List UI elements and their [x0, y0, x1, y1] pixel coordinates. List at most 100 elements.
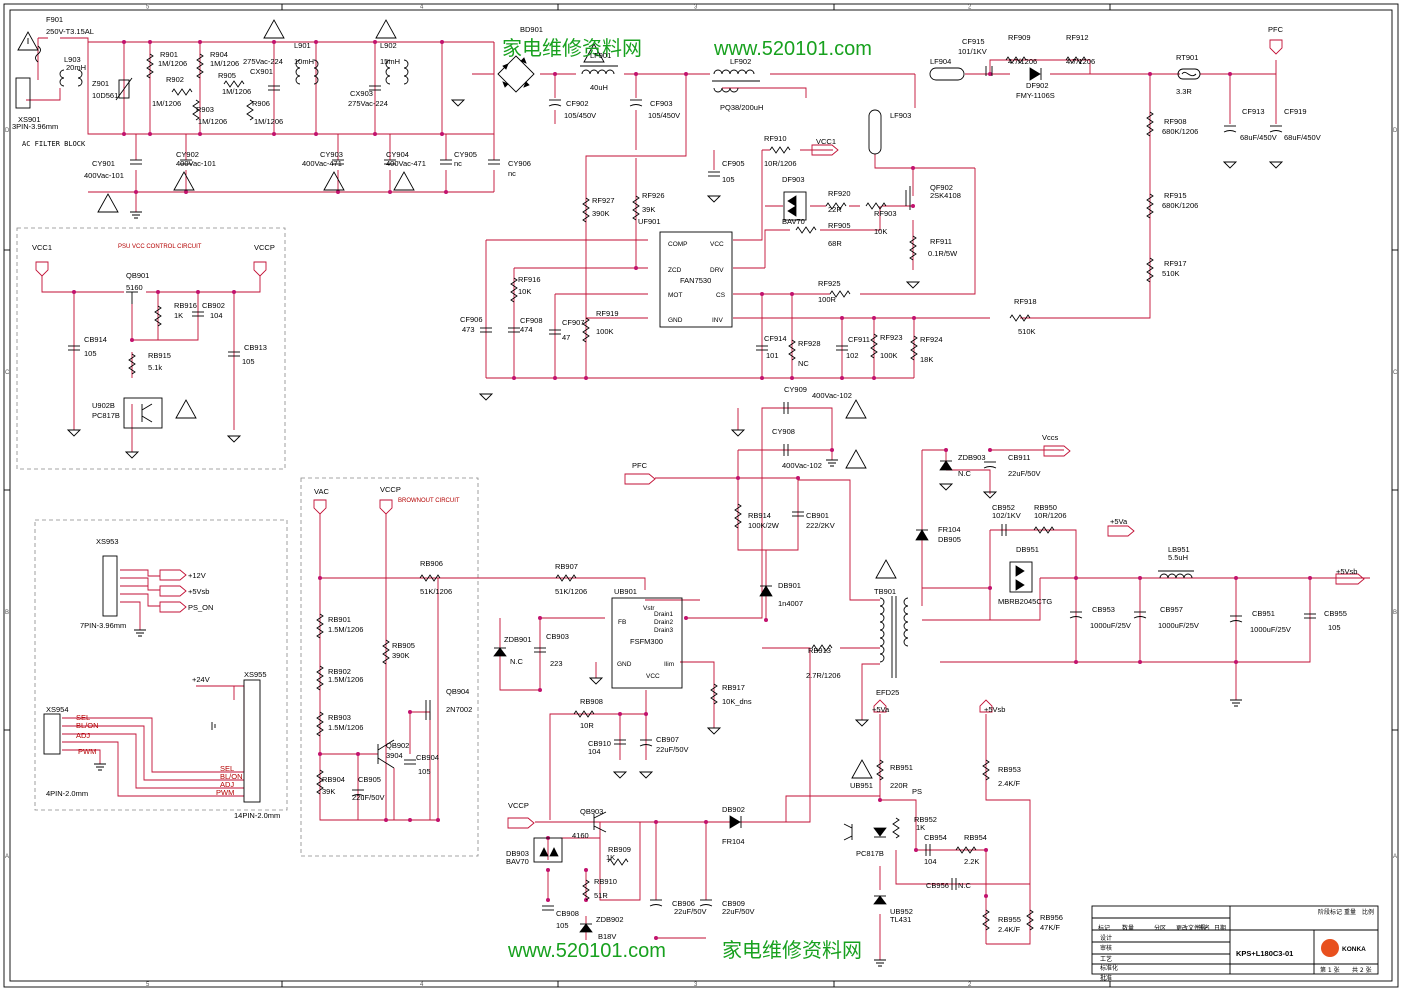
f901-value-label: 250V-T3.15AL: [46, 27, 94, 36]
db902-ref-label: DB902: [722, 805, 745, 814]
cb906-value-label: 22uF/50V: [674, 907, 707, 916]
net-label-sel2: SEL: [220, 764, 234, 773]
rf928-value-label: NC: [798, 359, 809, 368]
cy902-value-label: 400Vac-101: [176, 159, 216, 168]
l903-value-label: 20mH: [66, 63, 86, 72]
title-block-date: 日期: [1214, 924, 1226, 932]
qb904-value-label: 2N7002: [446, 705, 472, 714]
rf910-value-label: 10R/1206: [764, 159, 797, 168]
net-label-pwm: PWM: [78, 747, 96, 756]
lf903-ref-label: LF903: [890, 111, 911, 120]
ruler-row-c: C: [5, 370, 10, 376]
xs955-ref-label: XS955: [244, 670, 267, 679]
cf902-value-label: 105/450V: [564, 111, 596, 120]
rf908-value-label: 680K/1206: [1162, 127, 1198, 136]
rb913-ref-label: RB913: [808, 646, 831, 655]
title-block-review: 审核: [1100, 944, 1112, 952]
cf915-value-label: 101/1KV: [958, 47, 987, 56]
df902-value-label: FMY-1106S: [1016, 91, 1055, 100]
cf903-value-label: 105/450V: [648, 111, 680, 120]
cb911-value-label: 22uF/50V: [1008, 469, 1041, 478]
db901-value-label: 1n4007: [778, 599, 803, 608]
cf903-ref-label: CF903: [650, 99, 673, 108]
rf905-ref-label: RF905: [828, 221, 851, 230]
cf908-ref-label: CF908: [520, 316, 543, 325]
psu-vcc-block-title: PSU VCC CONTROL CIRCUIT: [118, 244, 202, 250]
cb908-ref-label: CB908: [556, 909, 579, 918]
component-rb915: RB915 5.1k: [148, 351, 171, 372]
cb910-value-label: 104: [588, 747, 601, 756]
title-block-doc: 更改文件号: [1176, 924, 1206, 932]
rf910-ref-label: RF910: [764, 134, 787, 143]
rb907-value-label: 51K/1206: [555, 587, 587, 596]
rb905-value-label: 390K: [392, 651, 410, 660]
cy908-value-label: 400Vac-102: [782, 461, 822, 470]
ub901-pin-vstr: Vstr: [643, 605, 655, 612]
db902-value-label: FR104: [722, 837, 745, 846]
z901-value-label: 10D561: [92, 91, 118, 100]
cy908-ref-label: CY908: [772, 427, 795, 436]
lf904-ref-label: LF904: [930, 57, 951, 66]
ub951-value-label: PC817B: [856, 849, 884, 858]
rb915-ref-label: RB915: [148, 351, 171, 360]
l903-ref-label: L903: [64, 55, 81, 64]
cx903-ref-label: CX903: [350, 89, 373, 98]
cb951-value-label: 1000uF/25V: [1250, 625, 1291, 634]
db901-ref-label: DB901: [778, 581, 801, 590]
net-label-vcc1-b: VCC1: [816, 137, 836, 146]
cy904-ref-label: CY904: [386, 150, 409, 159]
l901-value-label: 10mH: [294, 57, 314, 66]
title-block-zone: 分区: [1154, 924, 1166, 932]
rb913-value-label: 2.7R/1206: [806, 671, 841, 680]
ub901-pin-ilim: Ilim: [664, 661, 674, 668]
cx903-value-label: 275Vac-224: [348, 99, 388, 108]
rf915-ref-label: RF915: [1164, 191, 1187, 200]
lb951-value-label: 5.5uH: [1168, 553, 1188, 562]
rb902-value-label: 1.5M/1206: [328, 675, 363, 684]
brownout-block-title: BROWNOUT CIRCUIT: [398, 498, 460, 504]
rf903-value-label: 10K: [874, 227, 887, 236]
component-labels: F901250V-T3.15ALXS9013PIN-3.96mmL90320mH…: [12, 15, 1347, 941]
cb956-ref-label: CB956: [926, 881, 949, 890]
rb956-ref-label: RB956: [1040, 913, 1063, 922]
l902-ref-label: L902: [380, 41, 397, 50]
cb902-ref-label: CB902: [202, 301, 225, 310]
rf920-value-label: 22R: [828, 205, 842, 214]
cb953-value-label: 1000uF/25V: [1090, 621, 1131, 630]
rb917-ref-label: RB917: [722, 683, 745, 692]
cb904-ref-label: CB904: [416, 753, 439, 762]
tb901-value-label: EFD25: [876, 688, 899, 697]
cb901-ref-label: CB901: [806, 511, 829, 520]
ub901-pin-vcc: VCC: [646, 673, 660, 680]
rf928-ref-label: RF928: [798, 339, 821, 348]
rf917-value-label: 510K: [1162, 269, 1180, 278]
rb915-value-label: 5.1k: [148, 363, 162, 372]
cb906-ref-label: CB906: [672, 899, 695, 908]
uf901-pin-comp: COMP: [668, 241, 688, 248]
rf918-ref-label: RF918: [1014, 297, 1037, 306]
